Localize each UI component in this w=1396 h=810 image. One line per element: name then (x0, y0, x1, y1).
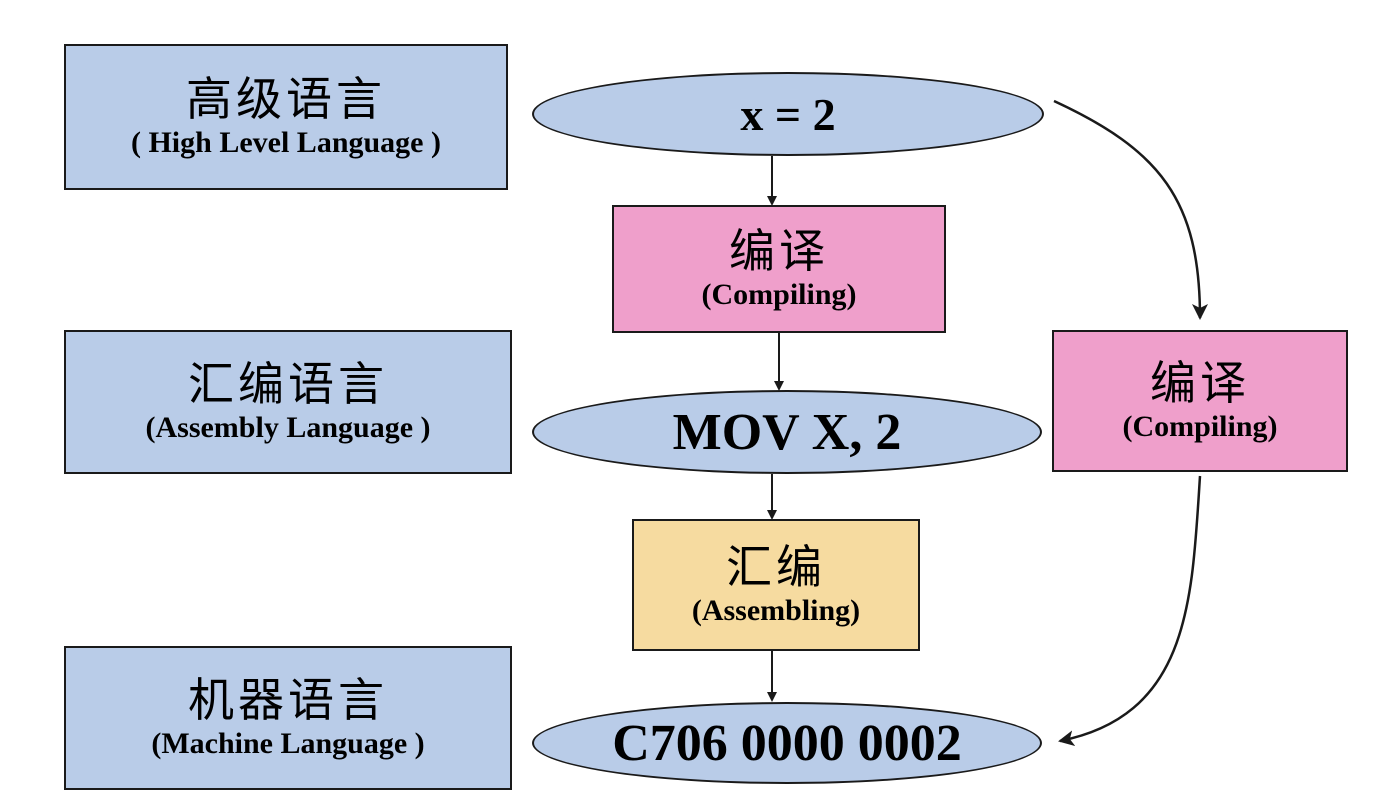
assembly-language-zh: 汇编语言 (188, 356, 388, 411)
high-level-language-en: ( High Level Language ) (130, 126, 441, 160)
machine-language-en: (Machine Language ) (151, 727, 425, 761)
high-level-code-text: x = 2 (740, 88, 836, 140)
machine-language-box: 机器语言 (Machine Language ) (64, 646, 512, 790)
arrow-high-to-compile-direct (1053, 99, 1208, 320)
compile-direct-step-zh: 编译 (1150, 355, 1250, 410)
assembly-code-ellipse: MOV X, 2 (532, 390, 1042, 474)
compile-direct-step-box: 编译 (Compiling) (1052, 330, 1348, 472)
assembly-code-text: MOV X, 2 (672, 403, 902, 461)
machine-code-text: C706 0000 0002 (612, 714, 962, 772)
assemble-step-zh: 汇编 (726, 539, 826, 594)
machine-language-zh: 机器语言 (188, 672, 388, 727)
compile-step-box: 编译 (Compiling) (612, 205, 946, 333)
compile-step-en: (Compiling) (701, 278, 857, 312)
high-level-code-ellipse: x = 2 (532, 72, 1044, 156)
high-level-language-box: 高级语言 ( High Level Language ) (64, 44, 508, 190)
assembly-language-box: 汇编语言 (Assembly Language ) (64, 330, 512, 474)
high-level-language-zh: 高级语言 (186, 71, 386, 126)
assemble-step-box: 汇编 (Assembling) (632, 519, 920, 651)
assembly-language-en: (Assembly Language ) (145, 411, 431, 445)
arrow-compile-direct-to-machine (1058, 475, 1202, 747)
compile-step-zh: 编译 (729, 223, 829, 278)
assemble-step-en: (Assembling) (691, 594, 861, 628)
machine-code-ellipse: C706 0000 0002 (532, 702, 1042, 784)
compile-direct-step-en: (Compiling) (1122, 410, 1278, 444)
